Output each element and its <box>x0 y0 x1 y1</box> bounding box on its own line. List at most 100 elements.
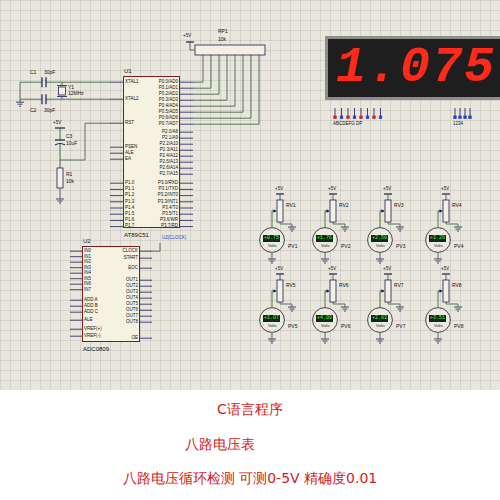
part-label: 10k <box>218 37 226 42</box>
power-terminal <box>186 41 194 42</box>
ground-symbol <box>457 231 459 232</box>
wire <box>380 211 381 227</box>
wire <box>62 99 110 100</box>
pin <box>180 94 193 95</box>
wire <box>211 55 212 88</box>
pin-state <box>340 116 342 118</box>
pin-label: IN0 <box>84 249 91 254</box>
pin <box>110 147 123 148</box>
power-label: +5V <box>328 187 336 192</box>
wire <box>388 274 389 280</box>
voltmeter-circle <box>426 308 451 333</box>
wire <box>46 82 62 83</box>
pin <box>140 310 152 311</box>
voltmeter-circle <box>368 228 393 253</box>
wire <box>20 82 21 99</box>
pin-label: P0.1/AD1 <box>159 86 178 91</box>
voltmeter: +2.83Volts <box>367 307 393 333</box>
ground-symbol <box>437 343 439 344</box>
voltmeter-circle <box>426 228 451 253</box>
ground-symbol <box>324 343 326 344</box>
wire <box>333 194 334 200</box>
meter-unit: Volts <box>321 244 330 248</box>
wire <box>193 100 227 101</box>
pin-label: P0.0/AD0 <box>159 80 178 85</box>
meter-unit: Volts <box>321 324 330 328</box>
wire <box>193 94 219 95</box>
ground-symbol <box>376 259 384 260</box>
ground-wire <box>20 99 21 102</box>
wire <box>190 42 191 50</box>
pin-label: P3.3/INT1 <box>158 200 178 205</box>
meter-reading: +2.50 <box>371 235 388 242</box>
ground-symbol <box>437 263 439 264</box>
meter-unit: Volts <box>376 324 385 328</box>
ground-wire <box>292 304 293 307</box>
pin-label: P3.0/RXD <box>158 181 178 186</box>
seven-segment-display: 1.075 <box>325 36 500 100</box>
wire <box>193 82 203 83</box>
wire <box>60 128 61 140</box>
pin-label: P0.5/AD5 <box>159 110 178 115</box>
wiper-arrow <box>274 209 277 213</box>
ground-symbol <box>58 201 63 202</box>
power-label: +5V <box>275 187 283 192</box>
part-label: PV8 <box>454 324 463 329</box>
potentiometer-symbol <box>277 280 283 302</box>
ground-wire <box>292 224 293 227</box>
voltmeter-circle <box>313 228 338 253</box>
title-text: C语言程序 <box>217 402 283 416</box>
ground-symbol <box>434 339 442 340</box>
meter-unit: Volts <box>434 324 443 328</box>
pin-label: P0.4/AD4 <box>159 104 178 109</box>
potentiometer-symbol <box>443 280 449 302</box>
ground-symbol <box>321 259 329 260</box>
part-label: C2 <box>30 108 36 113</box>
ground-symbol <box>268 259 276 260</box>
part-label: RV1 <box>286 203 296 208</box>
ground-symbol <box>323 341 328 342</box>
wire <box>272 211 273 227</box>
voltmeter: +3.26Volts <box>425 227 451 253</box>
ground-symbol <box>378 341 383 342</box>
pin-label: OUT8 <box>126 320 138 325</box>
wire <box>438 253 439 256</box>
pin <box>70 306 82 307</box>
ground-symbol <box>434 259 442 260</box>
ground-symbol <box>398 309 403 310</box>
display-pin-label: ABCDEFG DP <box>333 122 362 127</box>
pin <box>70 284 82 285</box>
wire <box>325 333 326 336</box>
pin-label: IN6 <box>84 282 91 287</box>
ground-wire <box>345 224 346 227</box>
wire <box>193 124 259 125</box>
pin-label: P1.3 <box>125 200 134 205</box>
wire <box>190 50 195 51</box>
pin <box>180 124 193 125</box>
wire <box>46 99 62 100</box>
pin-label: XTAL2 <box>125 97 138 102</box>
wiper-arrow <box>327 289 330 293</box>
meter-unit: Volts <box>268 244 277 248</box>
potentiometer-symbol <box>385 200 391 222</box>
net-label: U2(CLOCK) <box>162 236 186 241</box>
ground-wire <box>272 336 273 339</box>
pin <box>180 226 193 227</box>
wire <box>235 55 236 106</box>
ground-symbol <box>321 339 329 340</box>
wire <box>325 211 326 227</box>
chip-type: AT89C51 <box>124 232 149 238</box>
power-label: +5V <box>441 267 449 272</box>
pin <box>140 316 152 317</box>
ground-wire <box>60 196 61 199</box>
wire <box>272 291 273 307</box>
ground-symbol <box>436 261 441 262</box>
wire <box>388 194 389 200</box>
ground-symbol <box>396 227 404 228</box>
pin-state <box>366 116 368 118</box>
pin-state <box>454 116 456 118</box>
ground-symbol <box>288 307 296 308</box>
pin-label: P3.6/WR <box>160 218 178 223</box>
potentiometer-symbol <box>443 200 449 222</box>
pin-label: OUT7 <box>126 314 138 319</box>
